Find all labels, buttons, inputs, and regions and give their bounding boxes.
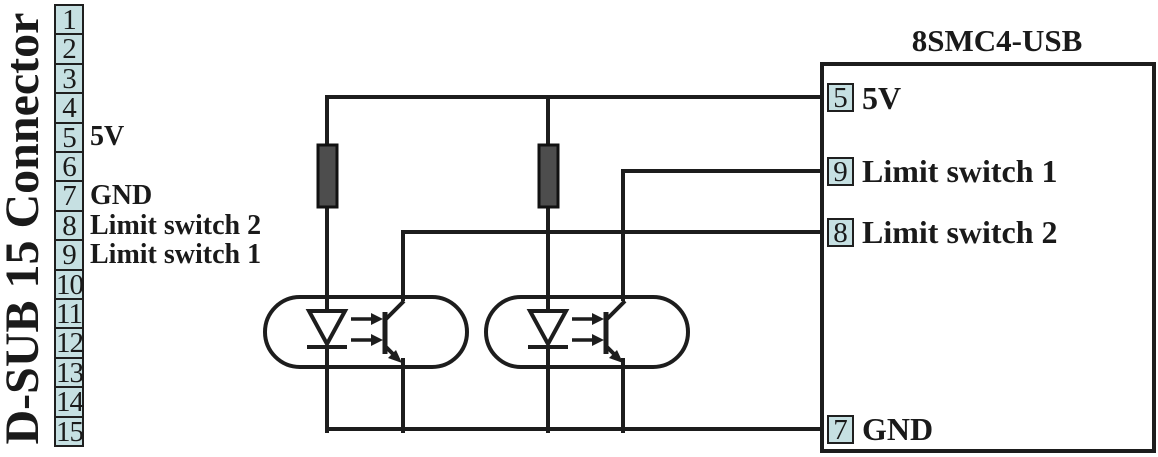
controller-pin-5: 5 xyxy=(827,83,854,113)
dsub-pin-10: 10 xyxy=(54,268,84,301)
dsub-pin-14: 14 xyxy=(54,386,84,419)
controller-pin5-label: 5V xyxy=(862,79,902,116)
pullup-resistor-1 xyxy=(316,143,339,209)
dsub-pin-8: 8 xyxy=(54,209,84,242)
dsub-connector-title: D-SUB 15 Connector xyxy=(0,12,49,445)
controller-title: 8SMC4-USB xyxy=(911,23,1083,58)
dsub-pin5-label: 5V xyxy=(90,121,125,153)
controller-pin-8: 8 xyxy=(827,217,854,247)
dsub-pin-5: 5 xyxy=(54,121,84,153)
wire-emitters xyxy=(401,358,625,433)
dsub-pin-3: 3 xyxy=(54,62,84,95)
dsub-pin8-label: Limit switch 2 xyxy=(90,209,262,241)
controller-pin-9: 9 xyxy=(827,156,854,186)
wire-5v xyxy=(325,95,820,147)
dsub-pin-9: 9 xyxy=(54,239,84,271)
dsub-pin-7: 7 xyxy=(54,180,84,212)
dsub-pin-4: 4 xyxy=(54,92,84,124)
dsub-pin-15: 15 xyxy=(54,415,84,448)
dsub-pin-2: 2 xyxy=(54,33,84,65)
optocoupler-2-symbol xyxy=(486,297,688,367)
dsub-pin-13: 13 xyxy=(54,356,84,389)
dsub-pin7-label: GND xyxy=(90,180,153,212)
dsub-pin9-label: Limit switch 1 xyxy=(90,238,262,270)
controller-pin7-label: GND xyxy=(862,411,934,447)
wire-limit-switch-1 xyxy=(621,169,820,301)
dsub-pin-11: 11 xyxy=(54,298,84,330)
pullup-resistor-2 xyxy=(537,143,560,209)
dsub-pin-6: 6 xyxy=(54,151,84,183)
controller-pin8-label: Limit switch 2 xyxy=(862,214,1058,250)
optocoupler-1-symbol xyxy=(265,297,467,367)
dsub-pin-1: 1 xyxy=(54,4,84,36)
controller-pin9-label: Limit switch 1 xyxy=(862,153,1058,189)
controller-box xyxy=(820,62,1156,453)
controller-pin-7: 7 xyxy=(827,414,854,444)
dsub-pin-12: 12 xyxy=(54,327,84,360)
wires xyxy=(325,95,820,433)
wire-limit-switch-2 xyxy=(401,230,820,301)
